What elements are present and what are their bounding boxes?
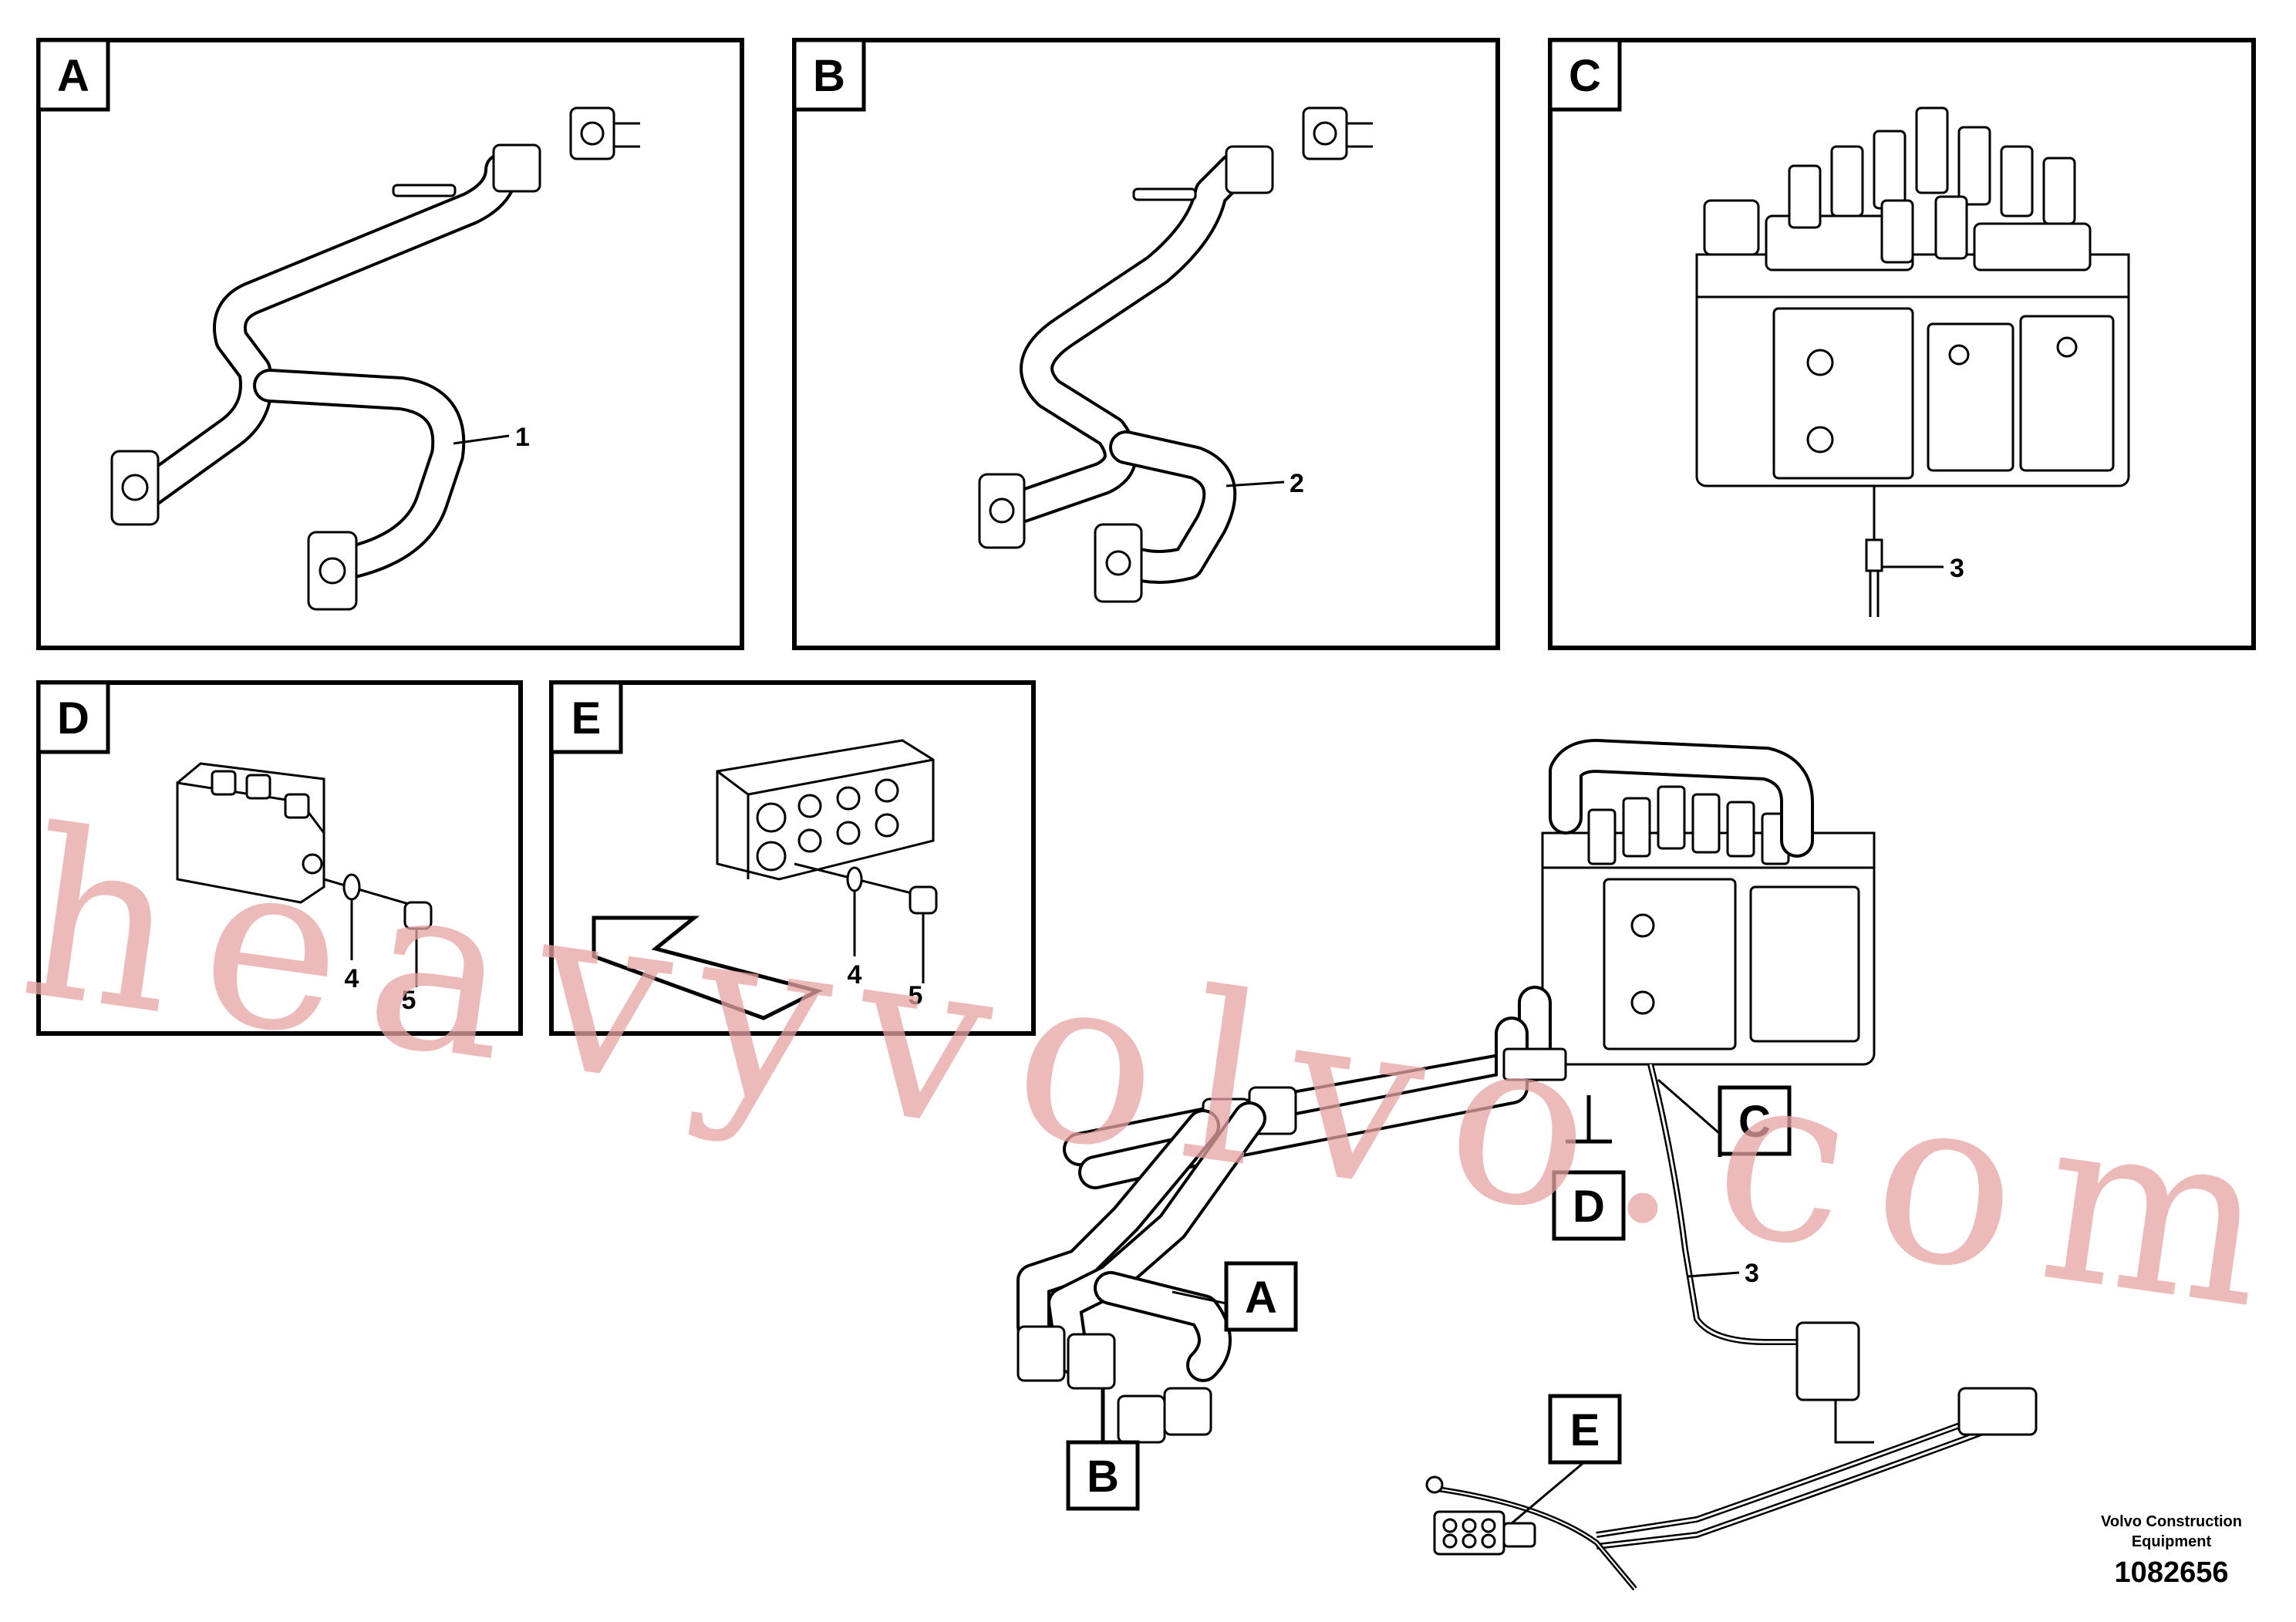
overview-tag-a: A [1245, 1273, 1277, 1323]
panel-d: D 4 5 [36, 680, 523, 1036]
panel-c-letter: C [1569, 51, 1601, 101]
panel-d-callout-5: 5 [402, 986, 416, 1015]
panel-e-callout-4: 4 [848, 960, 862, 990]
overview-assembly: A B C D E 3 [1017, 739, 2038, 1591]
panel-b-callout: 2 [1290, 469, 1304, 498]
panel-d-letter: D [57, 693, 89, 744]
panel-a-letter: A [57, 51, 89, 101]
company-line-2: Equipment [2131, 1533, 2212, 1550]
panel-b: B 2 [792, 38, 1500, 650]
drawing-number: 1082656 [2114, 1556, 2229, 1589]
panel-d-callout-4: 4 [345, 964, 359, 993]
panel-b-letter: B [813, 51, 845, 101]
panel-c-callout: 3 [1950, 554, 1964, 583]
panel-a: A 1 [36, 38, 744, 650]
overview-tag-c: C [1738, 1097, 1771, 1147]
drawing-credit: Volvo Construction Equipment 1082656 [2101, 1512, 2242, 1590]
company-line-1: Volvo Construction [2101, 1513, 2242, 1530]
overview-tag-b: B [1087, 1452, 1119, 1502]
panel-c: C 3 [1548, 38, 2256, 650]
overview-hose-callout: 3 [1745, 1259, 1759, 1288]
overview-tag-d: D [1573, 1182, 1605, 1232]
panel-e: E 4 5 [549, 680, 1036, 1036]
panel-a-callout: 1 [515, 423, 530, 452]
panel-e-letter: E [571, 693, 602, 744]
overview-tag-e: E [1570, 1405, 1600, 1455]
panel-e-callout-5: 5 [909, 981, 923, 1010]
